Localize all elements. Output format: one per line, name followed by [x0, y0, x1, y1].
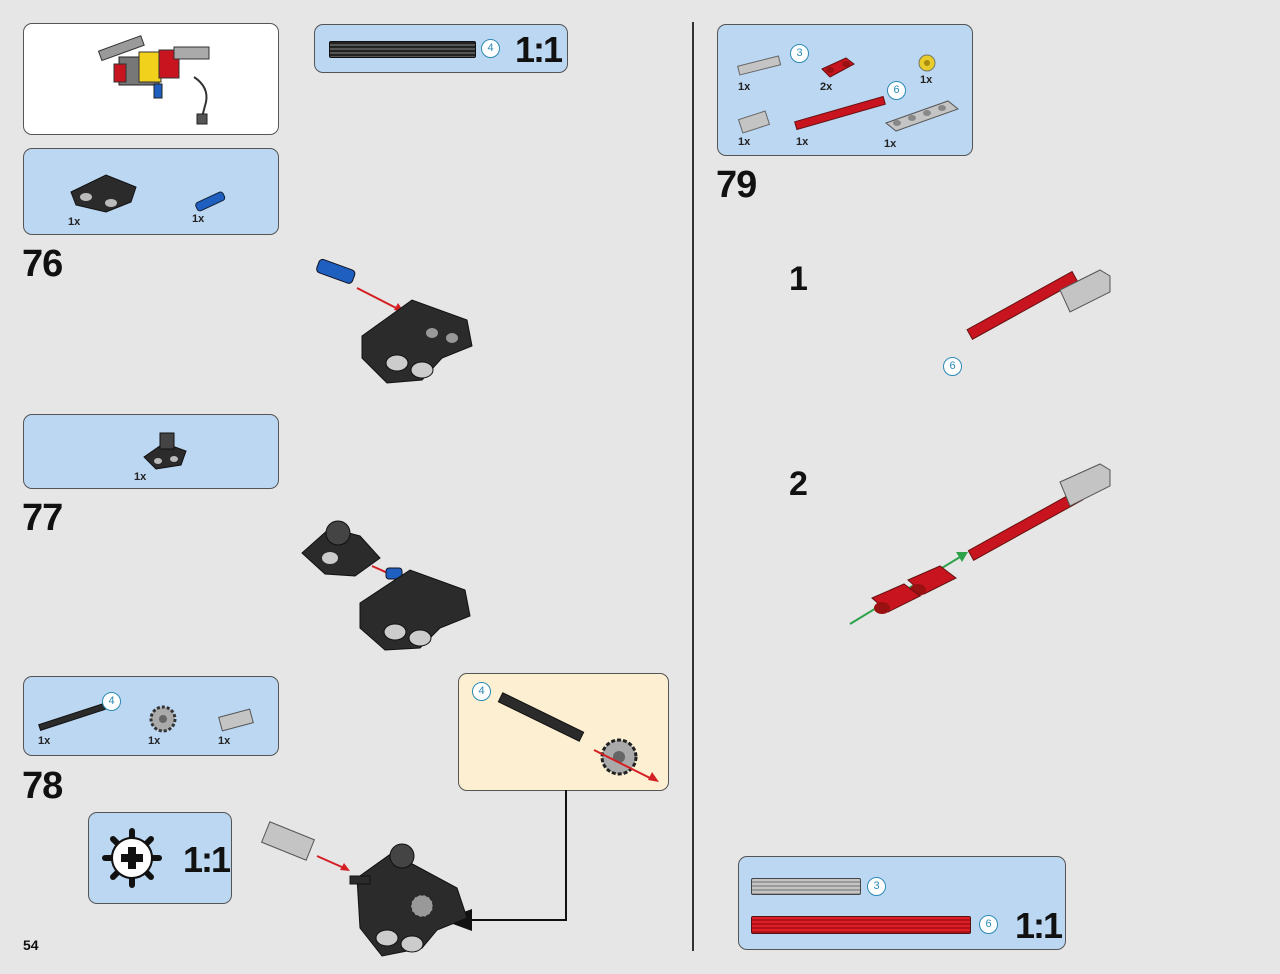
red-liftarm-part: [821, 57, 855, 78]
axle-length-callout: 4: [472, 682, 491, 701]
grey-axle-connector-part: [737, 110, 771, 134]
ratio-box-axle-4: 4 1:1: [314, 24, 568, 73]
submodel-preview-box: [23, 23, 279, 135]
qty-label: 1x: [134, 471, 147, 483]
subassembly-image: [497, 692, 659, 782]
ratio-box-axles-3-6: 3 6 1:1: [738, 856, 1066, 950]
page-number: 54: [23, 937, 39, 953]
yellow-bush-part: [918, 54, 936, 72]
qty-label: 1x: [192, 213, 205, 225]
column-divider: [692, 22, 694, 951]
axle-6-scale: [751, 916, 971, 934]
substep-number: 2: [789, 465, 808, 503]
substep-2-build-image: [849, 463, 1111, 625]
axle-4-scale: [329, 41, 476, 58]
grey-axle-3-part: [737, 55, 782, 76]
axle-length-callout: 4: [102, 692, 121, 711]
blue-pin-part: [195, 191, 226, 212]
substep-1-build-image: [966, 269, 1111, 341]
axle-length-callout: 3: [867, 877, 886, 896]
parts-box-step-79: 3 6 1x 2x 1x 1x 1x 1x: [717, 24, 973, 156]
axle-length-callout: 3: [790, 44, 809, 63]
qty-label: 1x: [920, 74, 933, 86]
axle-length-callout: 6: [943, 357, 962, 376]
qty-label: 1x: [738, 136, 751, 148]
step-number: 77: [22, 497, 63, 539]
parts-box-step-78: 4 1x 1x 1x: [23, 676, 279, 756]
qty-label: 1x: [884, 138, 897, 150]
qty-label: 1x: [38, 735, 51, 747]
axle-length-callout: 6: [887, 81, 906, 100]
black-liftarm-part: [70, 174, 137, 213]
axle-length-callout: 4: [481, 39, 500, 58]
submodel-preview-image: [97, 35, 210, 125]
qty-label: 1x: [796, 136, 809, 148]
step-76-build-image: [316, 258, 473, 384]
parts-box-step-77: 1x: [23, 414, 279, 489]
qty-label: 1x: [218, 735, 231, 747]
red-axle-6-part: [794, 95, 886, 131]
axle-length-callout: 6: [979, 915, 998, 934]
axle-3-scale: [751, 878, 861, 895]
subassembly-callout: 4: [458, 673, 669, 791]
black-pin-connector-part: [143, 432, 187, 470]
axle-connector-part: [218, 708, 254, 732]
qty-label: 1x: [68, 216, 81, 228]
qty-label: 1x: [148, 735, 161, 747]
ratio-label: 1:1: [1015, 905, 1063, 946]
step-number: 78: [22, 765, 63, 807]
black-axle-4-part: [38, 703, 106, 731]
ratio-box-gear: 1:1: [88, 812, 232, 904]
qty-label: 1x: [738, 81, 751, 93]
qty-label: 2x: [820, 81, 833, 93]
ratio-label: 1:1: [515, 29, 563, 70]
step-number: 79: [716, 164, 757, 206]
grey-liftarm-part: [884, 100, 960, 132]
gear-scale-image: [102, 828, 162, 888]
gear-part: [149, 705, 177, 733]
step-number: 76: [22, 243, 63, 285]
step-78-build-image: [260, 821, 468, 957]
step-77-build-image: [301, 520, 471, 651]
parts-box-step-76: 1x 1x: [23, 148, 279, 235]
substep-number: 1: [789, 260, 808, 298]
ratio-label: 1:1: [183, 839, 231, 880]
